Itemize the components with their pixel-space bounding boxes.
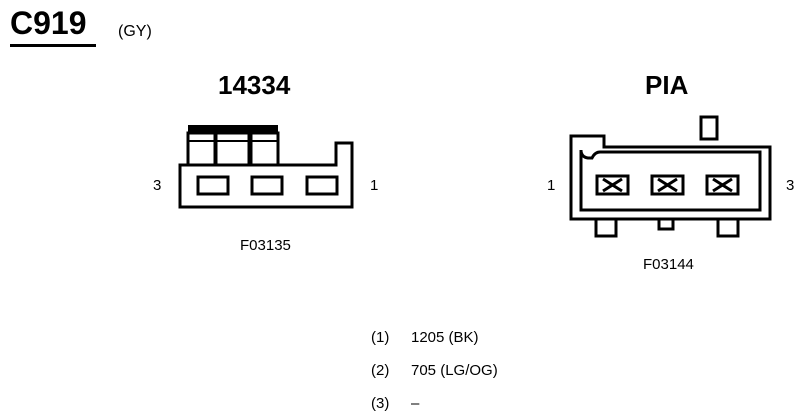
right-foot-2 — [657, 217, 675, 231]
left-cavity-1 — [305, 175, 339, 196]
right-cavity-3 — [705, 174, 740, 196]
left-pin-label-3: 3 — [153, 177, 162, 194]
right-connector-drawing — [569, 115, 772, 238]
right-pin-label-3: 3 — [786, 177, 795, 194]
left-terminal-tab-1 — [186, 131, 217, 167]
left-connector-drawing — [178, 125, 354, 209]
connector-id: C919 — [10, 5, 87, 41]
left-figure-code: F03135 — [240, 237, 291, 254]
pinout-circuit: – — [411, 395, 420, 412]
pinout-circuit: 1205 (BK) — [411, 329, 479, 346]
left-connector-body — [178, 141, 354, 209]
right-cavity-1 — [595, 174, 630, 196]
left-terminal-tab-2 — [214, 131, 251, 167]
pinout-row-2: (2) 705 (LG/OG) — [371, 362, 571, 382]
right-foot-1 — [594, 217, 618, 238]
right-view-title: PIA — [645, 70, 689, 100]
left-cavity-2 — [250, 175, 284, 196]
right-connector-inner — [579, 149, 762, 212]
left-lock-bar — [188, 125, 278, 133]
connector-color-code: (GY) — [118, 23, 152, 40]
right-cavity-2 — [650, 174, 685, 196]
pinout-pin: (3) — [371, 395, 390, 412]
left-pin-label-1: 1 — [370, 177, 379, 194]
pinout-pin: (1) — [371, 329, 390, 346]
left-view-title: 14334 — [218, 70, 291, 100]
right-foot-3 — [716, 217, 740, 238]
pinout-row-3: (3) – — [371, 395, 571, 415]
left-cavity-3 — [196, 175, 230, 196]
left-terminal-tab-3 — [249, 131, 280, 167]
connector-id-underline — [10, 44, 96, 47]
pinout-row-1: (1) 1205 (BK) — [371, 329, 571, 349]
right-pin-label-1: 1 — [547, 177, 556, 194]
right-figure-code: F03144 — [643, 256, 694, 273]
pinout-pin: (2) — [371, 362, 390, 379]
right-key-tab — [699, 115, 719, 141]
pinout-circuit: 705 (LG/OG) — [411, 362, 498, 379]
